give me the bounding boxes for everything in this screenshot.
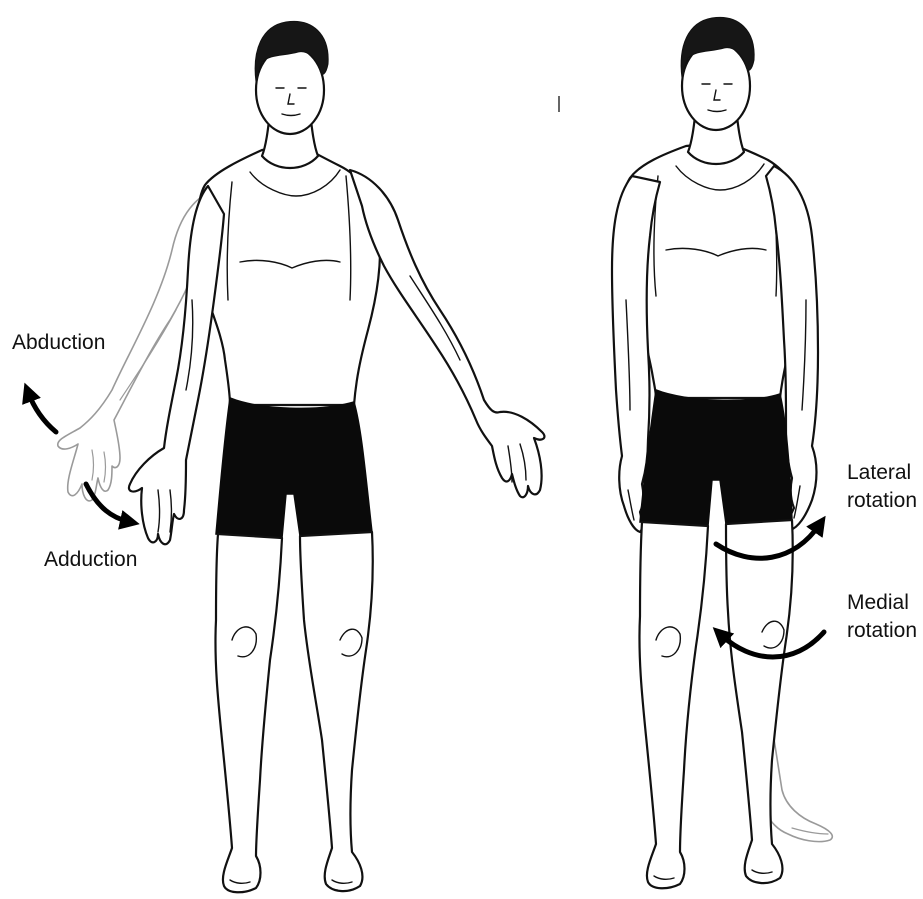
adduction-label: Adduction	[44, 548, 137, 572]
medial-rotation-label-line1: Medial	[847, 591, 909, 615]
right-figure	[612, 17, 832, 888]
right-figure-legs	[639, 520, 792, 888]
abduction-arrow	[28, 392, 56, 432]
left-figure-legs	[215, 532, 372, 892]
left-torso	[197, 146, 380, 405]
right-shorts	[640, 390, 792, 526]
medial-rotation-label-line2: rotation	[847, 619, 917, 643]
left-figure	[58, 21, 545, 892]
left-figure-left-arm	[350, 170, 544, 497]
lateral-rotation-label-line2: rotation	[847, 489, 917, 513]
abduction-label: Abduction	[12, 331, 105, 355]
lateral-rotation-label-line1: Lateral	[847, 461, 911, 485]
